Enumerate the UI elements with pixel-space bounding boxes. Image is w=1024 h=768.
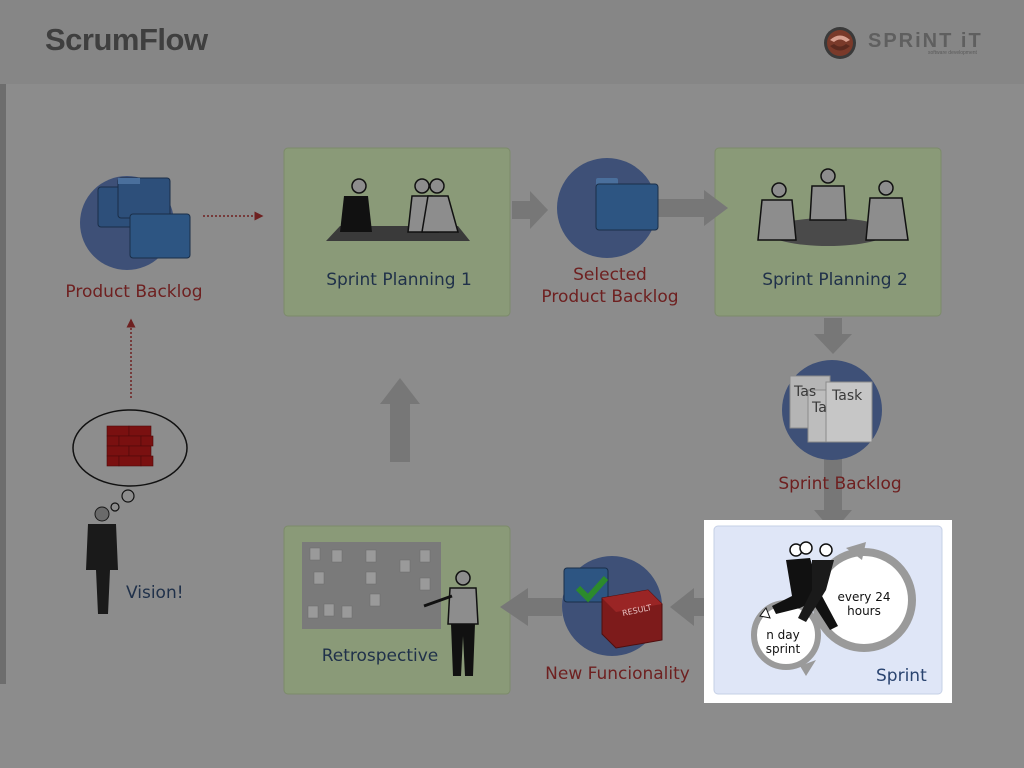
- logo-text: SPRiNT iT: [868, 30, 983, 52]
- arrow-up-to-planning1: [380, 378, 420, 462]
- left-edge-strip: [0, 84, 6, 684]
- selected-backlog-label-line2: Product Backlog: [541, 287, 679, 307]
- arrow-backlog-to-sprint: [814, 458, 852, 532]
- n-day-sprint-line1: n day: [766, 628, 800, 642]
- selected-backlog-icon: [557, 158, 659, 258]
- vision-person: [86, 506, 118, 614]
- retrospective-scene: [302, 542, 479, 676]
- sprint-planning-2-scene: [757, 168, 909, 246]
- every-24-hours-line1: every 24: [837, 590, 891, 604]
- sprint-planning-1-label: Sprint Planning 1: [326, 270, 472, 290]
- arrow-planning2-to-backlog: [814, 318, 852, 354]
- new-functionality-label: New Funcionality: [545, 664, 690, 684]
- arrow-newfunc-to-retro: [500, 588, 562, 626]
- logo-emblem: [824, 27, 856, 59]
- arrow-sprint-to-newfunc: [670, 588, 714, 626]
- retrospective-label: Retrospective: [321, 646, 439, 666]
- selected-backlog-label-line1: Selected: [573, 265, 647, 285]
- new-functionality-icon: [562, 556, 663, 656]
- n-day-sprint-line2: sprint: [765, 642, 801, 656]
- every-24-hours-line2: hours: [847, 604, 881, 618]
- sprint-label: Sprint: [876, 666, 927, 686]
- slide-title: ScrumFlow: [45, 22, 208, 57]
- vision-thought-bubble: [72, 409, 188, 512]
- sprint-backlog-label: Sprint Backlog: [778, 474, 902, 494]
- product-backlog-icon: [80, 176, 191, 270]
- sprint-planning-1-scene: [326, 178, 470, 241]
- flow-arrows: [380, 190, 852, 626]
- vision-label: Vision!: [126, 583, 184, 603]
- arrow-selected-to-planning2: [658, 190, 728, 226]
- sprint-cycle-graphic: [751, 541, 916, 676]
- sprint-backlog-icon: [782, 360, 882, 460]
- task-card-label-3: Task: [832, 388, 863, 404]
- sprint-planning-2-label: Sprint Planning 2: [762, 270, 908, 290]
- task-card-label-1: Tas: [794, 384, 817, 400]
- task-card-label-2: Ta: [812, 400, 827, 416]
- arrow-planning1-to-selected: [512, 191, 548, 229]
- product-backlog-label: Product Backlog: [65, 282, 203, 302]
- logo-tagline: software development: [928, 50, 977, 56]
